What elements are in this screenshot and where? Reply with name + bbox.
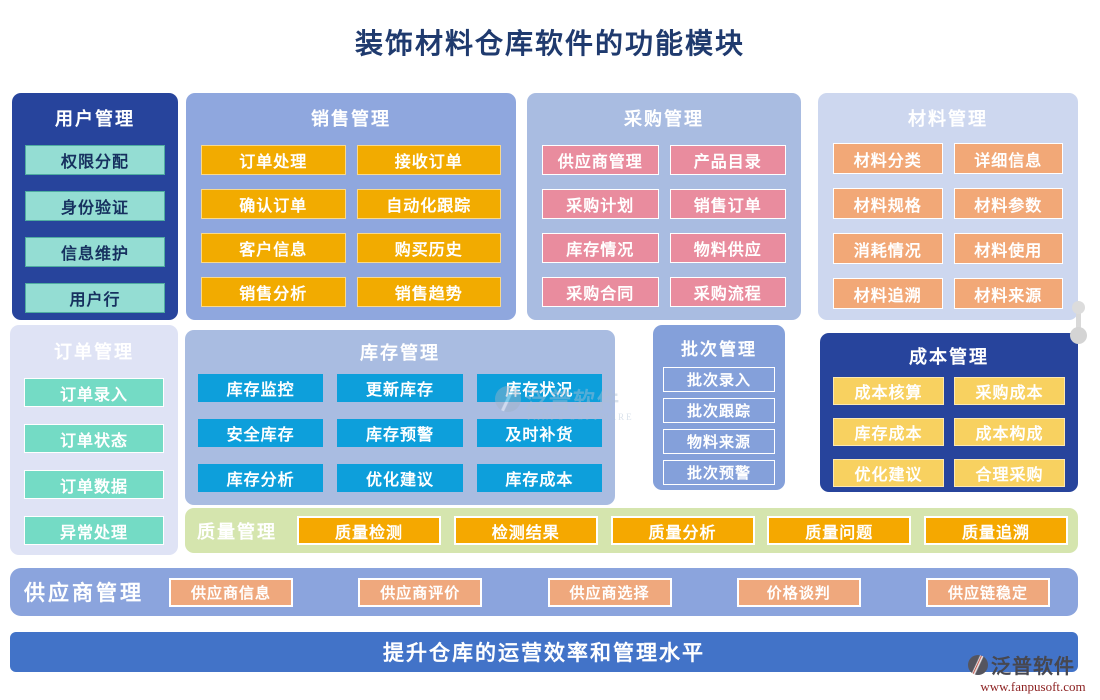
module-button[interactable]: 批次录入 [663, 367, 775, 392]
panel-title: 库存管理 [360, 343, 440, 363]
module-button[interactable]: 材料规格 [833, 188, 943, 219]
module-button[interactable]: 用户行 [25, 283, 165, 313]
module-button[interactable]: 供应链稳定 [926, 577, 1050, 607]
panel-title: 采购管理 [624, 109, 704, 129]
module-button[interactable]: 消耗情况 [833, 233, 943, 264]
module-button[interactable]: 库存成本 [476, 464, 602, 492]
footer-banner: 提升仓库的运营效率和管理水平 [10, 632, 1078, 672]
module-button[interactable]: 信息维护 [25, 237, 165, 267]
module-button[interactable]: 异常处理 [24, 516, 164, 545]
module-button[interactable]: 安全库存 [198, 419, 324, 447]
panel-title: 用户管理 [55, 109, 135, 129]
supplier-management-row: 供应商管理 供应商信息 供应商评价 供应商选择 价格谈判 供应链稳定 [10, 568, 1078, 616]
module-button[interactable]: 供应商评价 [358, 577, 483, 607]
module-button[interactable]: 采购成本 [954, 377, 1065, 405]
module-button[interactable]: 订单处理 [201, 145, 346, 175]
module-button[interactable]: 物料供应 [669, 233, 786, 263]
panel-title: 销售管理 [311, 109, 391, 129]
module-button[interactable]: 质量检测 [297, 516, 441, 545]
module-button[interactable]: 材料参数 [953, 188, 1063, 219]
module-button[interactable]: 材料分类 [833, 143, 943, 174]
module-button[interactable]: 身份验证 [25, 191, 165, 221]
module-button[interactable]: 质量问题 [767, 516, 912, 545]
panel-order-management: 订单管理 订单录入 订单状态 订单数据 异常处理 [10, 325, 178, 555]
module-button[interactable]: 合理采购 [954, 459, 1065, 487]
module-button[interactable]: 产品目录 [669, 145, 786, 175]
panel-title: 成本管理 [909, 347, 989, 367]
module-button[interactable]: 销售趋势 [356, 277, 501, 307]
module-button[interactable]: 确认订单 [201, 189, 346, 219]
module-button[interactable]: 及时补货 [476, 419, 602, 447]
module-button[interactable]: 检测结果 [453, 516, 598, 545]
module-button[interactable]: 权限分配 [25, 145, 165, 175]
panel-sales-management: 销售管理 订单处理 接收订单 确认订单 自动化跟踪 客户信息 购买历史 销售分析… [186, 93, 516, 320]
module-button[interactable]: 订单数据 [24, 470, 164, 499]
supplier-row-label: 供应商管理 [24, 581, 144, 605]
module-button[interactable]: 购买历史 [356, 233, 501, 263]
panel-material-management: 材料管理 材料分类 详细信息 材料规格 材料参数 消耗情况 材料使用 材料追溯 … [818, 93, 1078, 320]
panel-title: 批次管理 [681, 340, 757, 359]
module-button[interactable]: 库存预警 [337, 419, 463, 447]
quality-row-label: 质量管理 [197, 521, 277, 542]
module-button[interactable]: 更新库存 [337, 374, 463, 402]
module-button[interactable]: 订单录入 [24, 378, 164, 407]
panel-cost-management: 成本管理 成本核算 采购成本 库存成本 成本构成 优化建议 合理采购 [820, 333, 1078, 492]
module-button[interactable]: 优化建议 [337, 464, 463, 492]
panel-batch-management: 批次管理 批次录入 批次跟踪 物料来源 批次预警 [653, 325, 785, 490]
module-button[interactable]: 采购计划 [542, 189, 659, 219]
watermark-url: www.fanpusoft.com [980, 679, 1086, 694]
module-button[interactable]: 采购流程 [669, 277, 786, 307]
module-button[interactable]: 采购合同 [542, 277, 659, 307]
module-button[interactable]: 物料来源 [663, 429, 775, 454]
fanpu-logo-icon [968, 654, 988, 675]
module-button[interactable]: 材料追溯 [833, 278, 943, 309]
corner-watermark: 泛普软件 www.fanpusoft.com [968, 650, 1098, 695]
panel-user-management: 用户管理 权限分配 身份验证 信息维护 用户行 [12, 93, 178, 320]
module-button[interactable]: 自动化跟踪 [356, 189, 501, 219]
module-button[interactable]: 库存分析 [198, 464, 324, 492]
module-button[interactable]: 销售订单 [669, 189, 786, 219]
panel-purchase-management: 采购管理 供应商管理 产品目录 采购计划 销售订单 库存情况 物料供应 采购合同… [527, 93, 801, 320]
module-button[interactable]: 批次预警 [663, 460, 775, 485]
module-button[interactable]: 成本构成 [954, 418, 1065, 446]
module-button[interactable]: 库存成本 [833, 418, 944, 446]
module-button[interactable]: 库存情况 [542, 233, 659, 263]
module-button[interactable]: 质量分析 [610, 516, 755, 545]
module-button[interactable]: 批次跟踪 [663, 398, 775, 423]
quality-management-row: 质量管理 质量检测 检测结果 质量分析 质量问题 质量追溯 [185, 508, 1078, 553]
module-button[interactable]: 供应商管理 [542, 145, 659, 175]
module-button[interactable]: 材料使用 [953, 233, 1063, 264]
panel-inventory-management: 库存管理 库存监控 更新库存 库存状况 安全库存 库存预警 及时补货 库存分析 … [185, 330, 615, 505]
module-button[interactable]: 优化建议 [833, 459, 944, 487]
module-button[interactable]: 客户信息 [201, 233, 346, 263]
module-button[interactable]: 接收订单 [356, 145, 501, 175]
pin-connector-icon [1063, 301, 1093, 344]
module-button[interactable]: 质量追溯 [924, 516, 1068, 545]
module-button[interactable]: 库存状况 [476, 374, 602, 402]
module-button[interactable]: 供应商选择 [547, 577, 672, 607]
module-button[interactable]: 供应商信息 [169, 577, 293, 607]
module-button[interactable]: 成本核算 [833, 377, 944, 405]
panel-title: 订单管理 [54, 342, 134, 362]
module-button[interactable]: 库存监控 [198, 374, 324, 402]
panel-title: 材料管理 [908, 109, 988, 129]
page-title: 装饰材料仓库软件的功能模块 [354, 29, 745, 60]
module-button[interactable]: 订单状态 [24, 424, 164, 453]
module-button[interactable]: 价格谈判 [736, 577, 861, 607]
watermark-brand: 泛普软件 [991, 656, 1075, 678]
module-button[interactable]: 材料来源 [953, 278, 1063, 309]
module-button[interactable]: 详细信息 [953, 143, 1063, 174]
module-button[interactable]: 销售分析 [201, 277, 346, 307]
